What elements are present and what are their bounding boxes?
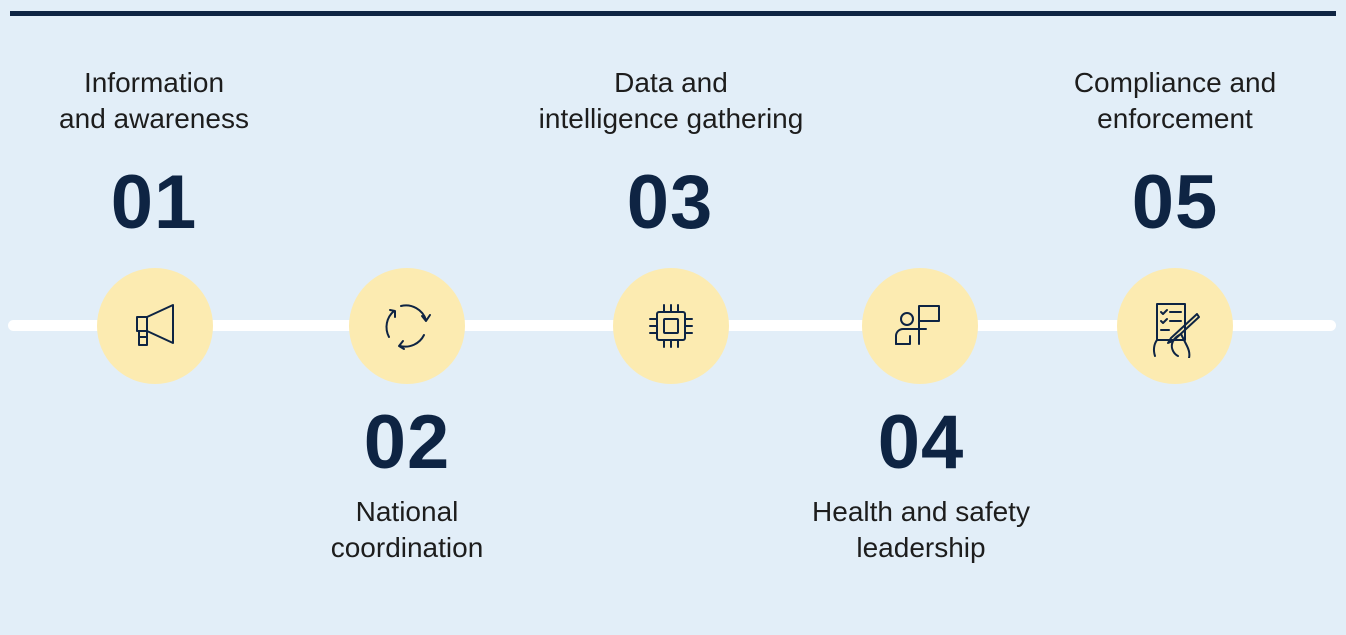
cycle-arrows-icon (385, 304, 431, 350)
step-icon-circle (1117, 268, 1233, 384)
step-icon-circle (613, 268, 729, 384)
step-label: National coordination (247, 494, 567, 566)
step-label-line: Compliance and (1073, 67, 1277, 98)
step-label-line: and awareness (59, 103, 249, 134)
step-label-line: National (355, 496, 459, 527)
step-label-line: leadership (856, 532, 986, 563)
signing-document-icon (1152, 303, 1200, 358)
step-icon-circle (97, 268, 213, 384)
step-number: 03 (626, 160, 714, 245)
step-number: 02 (363, 400, 451, 485)
step-label-line: Information (83, 67, 225, 98)
step-label: Health and safety leadership (761, 494, 1081, 566)
step-label: Compliance and enforcement (1015, 65, 1335, 137)
step-icon-circle (349, 268, 465, 384)
top-rule (10, 11, 1336, 16)
step-icon-circle (862, 268, 978, 384)
step-label: Information and awareness (0, 65, 314, 137)
step-label-line: intelligence gathering (538, 103, 804, 134)
microchip-icon (649, 304, 693, 348)
step-label-line: Health and safety (812, 496, 1030, 527)
step-label-line: coordination (330, 532, 484, 563)
step-label-line: Data and (614, 67, 728, 98)
step-number: 01 (110, 160, 198, 245)
step-label: Data and intelligence gathering (511, 65, 831, 137)
step-number: 05 (1131, 160, 1219, 245)
step-label-line: enforcement (1097, 103, 1253, 134)
person-flag-icon (895, 305, 940, 345)
megaphone-icon (136, 304, 174, 346)
step-number: 04 (877, 400, 965, 485)
